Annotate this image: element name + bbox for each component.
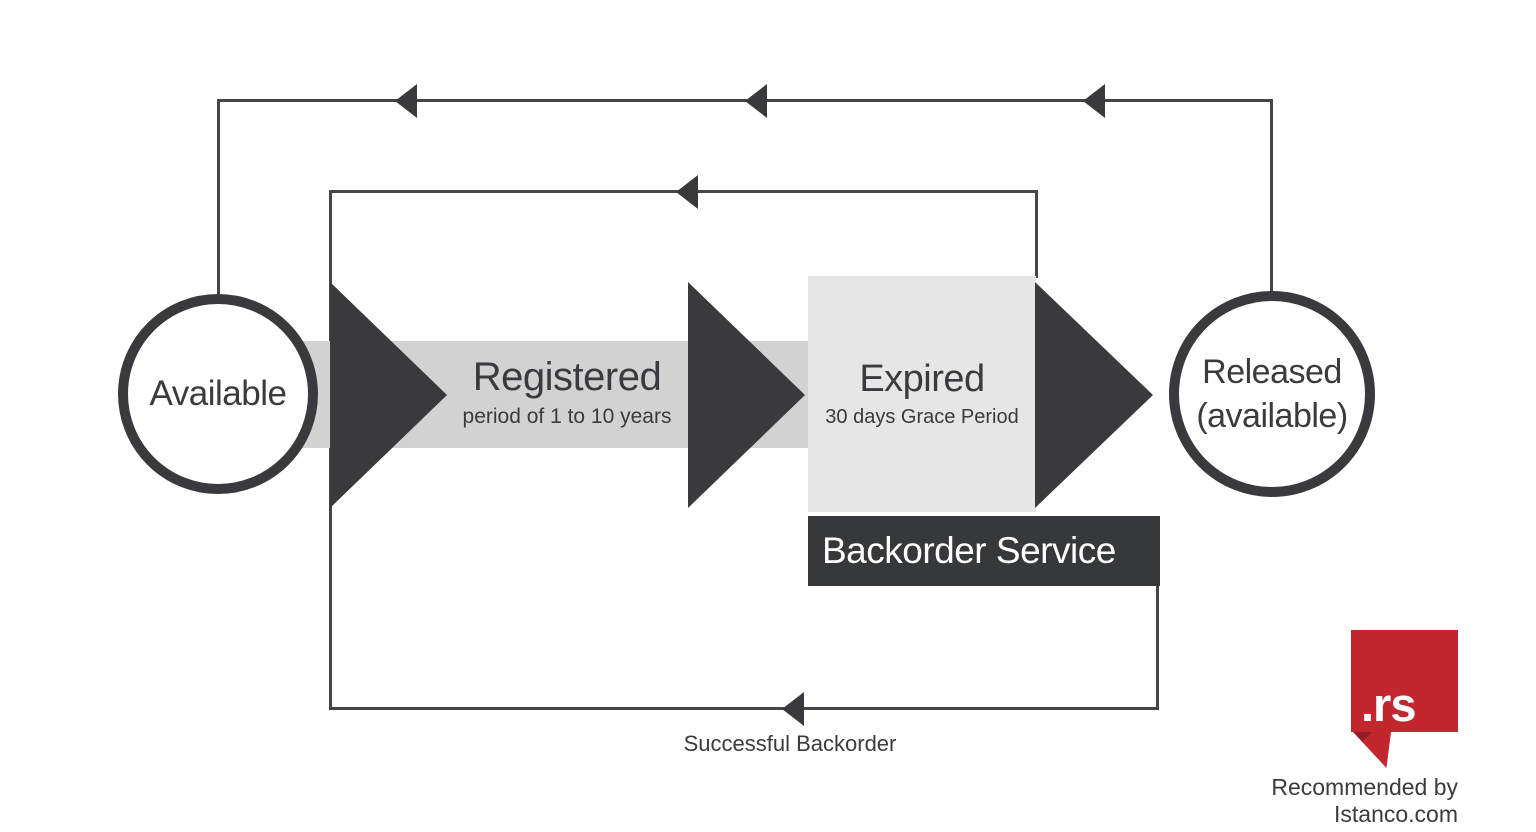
node-available: Available: [118, 294, 318, 494]
loop-outer-left-line: [217, 99, 220, 295]
stage-registered-sublabel: period of 1 to 10 years: [462, 405, 672, 428]
rs-logo-square: .rs: [1351, 630, 1458, 732]
flow-arrow-expired-to-released: [1035, 282, 1153, 508]
loop-backorder-right-line: [1156, 586, 1159, 710]
rs-logo-tail-icon: [1353, 732, 1391, 768]
stage-expired-sublabel: 30 days Grace Period: [825, 406, 1019, 428]
arrowhead-left-icon: [745, 84, 767, 118]
credit-text: Recommended by Istanco.com: [1271, 774, 1458, 827]
arrowhead-left-icon: [676, 175, 698, 209]
stage-registered-label: Registered: [472, 355, 662, 399]
stage-expired-label: Expired: [859, 358, 985, 400]
loop-outer-top-line: [217, 99, 1273, 102]
node-available-label: Available: [149, 374, 287, 414]
arrowhead-left-icon: [1083, 84, 1105, 118]
rs-logo: .rs: [1351, 630, 1458, 770]
node-released: Released (available): [1169, 291, 1375, 497]
expired-box: [808, 276, 1036, 512]
node-released-line1: Released: [1202, 352, 1342, 391]
backorder-service-box: Backorder Service: [808, 516, 1160, 586]
stage-registered: Registered period of 1 to 10 years: [417, 355, 717, 429]
loop-outer-right-line: [1270, 99, 1273, 293]
rs-logo-text: .rs: [1361, 678, 1416, 731]
arrowhead-left-icon: [395, 84, 417, 118]
backorder-service-label: Backorder Service: [822, 530, 1116, 571]
node-released-line2: (available): [1196, 397, 1348, 435]
loop-grace-right-line: [1035, 190, 1038, 278]
successful-backorder-note: Successful Backorder: [683, 731, 897, 756]
stage-expired: Expired 30 days Grace Period: [808, 358, 1036, 429]
arrowhead-left-icon: [782, 692, 804, 726]
node-released-label: Released (available): [1196, 350, 1348, 438]
loop-backorder-bottom-line: [329, 707, 1159, 710]
